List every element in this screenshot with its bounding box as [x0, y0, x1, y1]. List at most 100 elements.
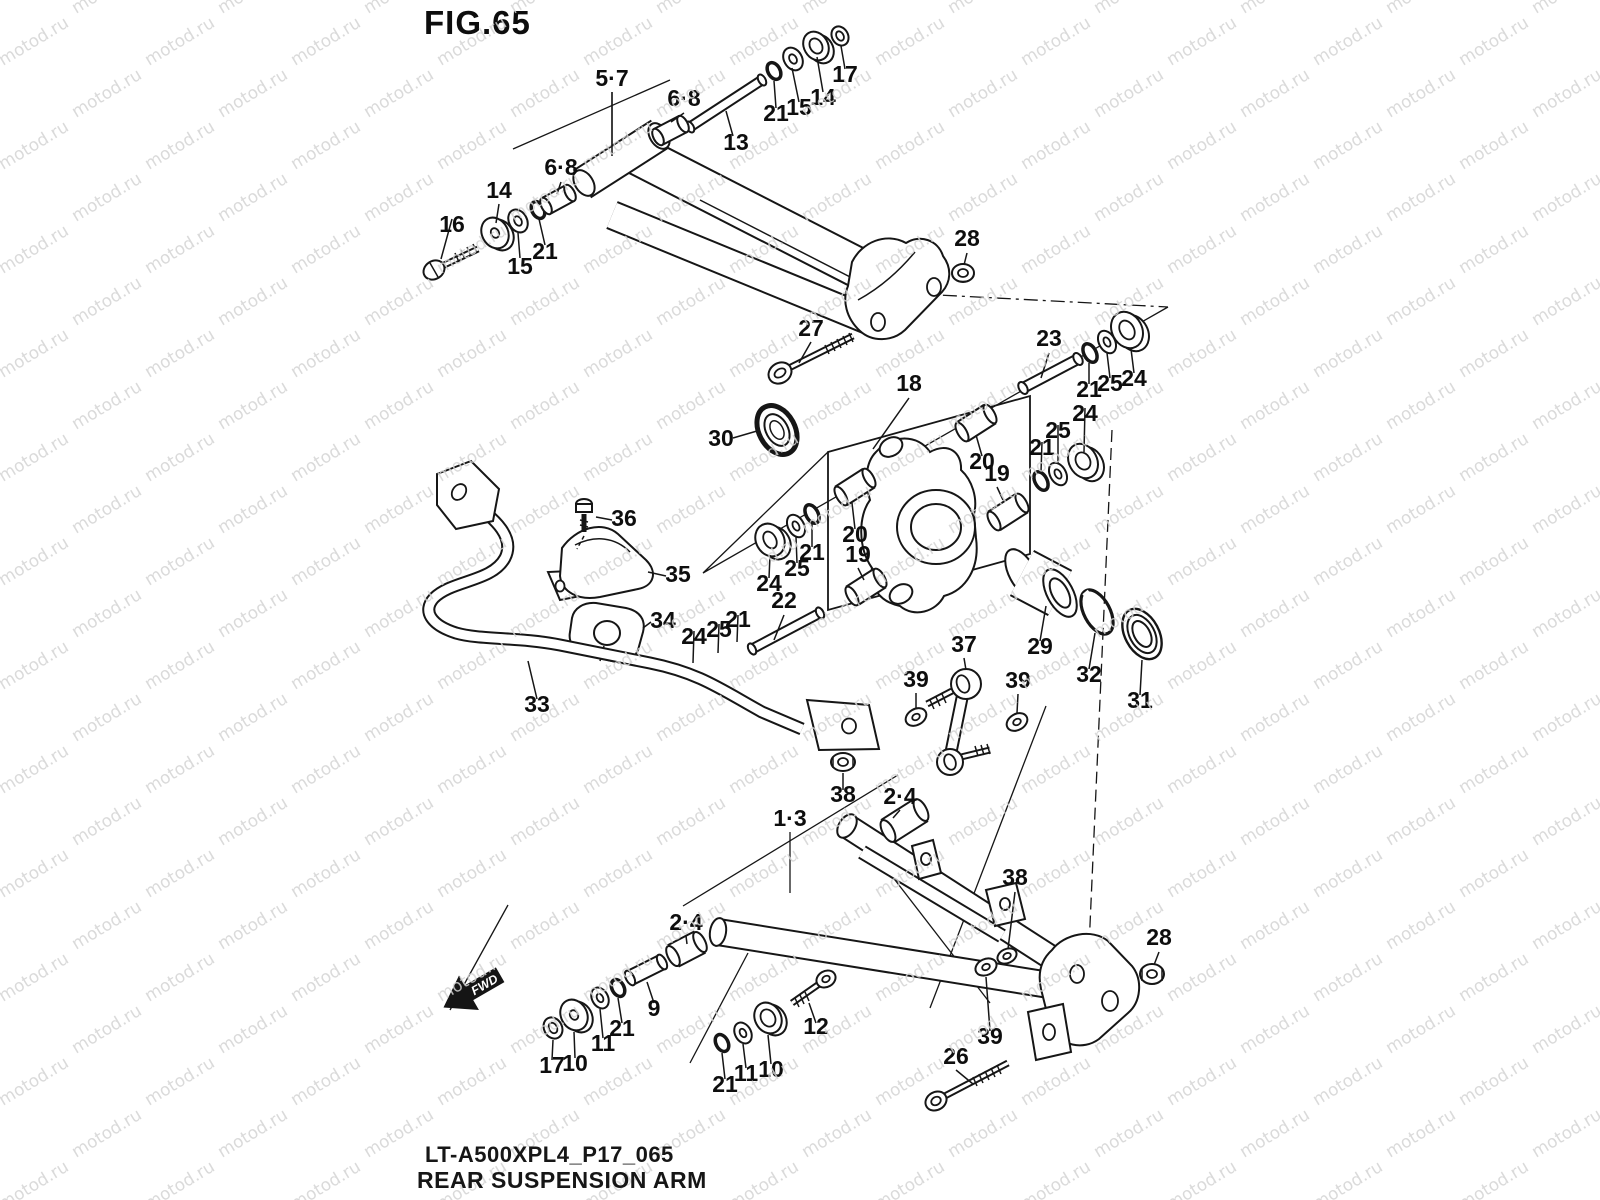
watermark-text: motod.ru: [944, 1001, 1021, 1058]
watermark-text: motod.ru: [1309, 533, 1386, 590]
watermark-text: motod.ru: [68, 377, 145, 434]
watermark-text: motod.ru: [360, 481, 437, 538]
watermark-text: motod.ru: [1017, 221, 1094, 278]
callout-10: 10: [562, 1050, 588, 1076]
watermark-text: motod.ru: [214, 0, 291, 18]
watermark-text: motod.ru: [652, 481, 729, 538]
callout-28: 28: [954, 225, 980, 251]
callout-34: 34: [650, 607, 676, 633]
watermark-text: motod.ru: [1382, 689, 1459, 746]
watermark-text: motod.ru: [433, 845, 510, 902]
watermark-text: motod.ru: [214, 1001, 291, 1058]
watermark-text: motod.ru: [1528, 689, 1600, 746]
pivot-shaft-parts-upper-left: [422, 114, 690, 281]
watermark-text: motod.ru: [652, 793, 729, 850]
bolt-27: [767, 332, 855, 385]
callout-11: 11: [734, 1060, 759, 1086]
watermark-text: motod.ru: [1090, 481, 1167, 538]
snap-ring-32: [1079, 588, 1115, 636]
pivot-shaft-parts-top: [684, 25, 850, 134]
watermark-text: motod.ru: [141, 845, 218, 902]
watermark-text: motod.ru: [0, 13, 72, 70]
watermark-text: motod.ru: [287, 845, 364, 902]
watermark-text: motod.ru: [506, 273, 583, 330]
callout-33: 33: [524, 691, 550, 717]
callout-27: 27: [798, 315, 824, 341]
lower-suspension-arm: [708, 813, 1140, 1062]
watermark-text: motod.ru: [141, 13, 218, 70]
watermark-text: motod.ru: [506, 0, 583, 18]
watermark-text: motod.ru: [360, 273, 437, 330]
watermark-text: motod.ru: [1236, 1105, 1313, 1162]
watermark-text: motod.ru: [798, 169, 875, 226]
callout-1-3: 1·3: [773, 805, 806, 831]
callout-16: 16: [439, 211, 465, 237]
callout-11: 11: [591, 1030, 616, 1056]
watermark-text: motod.ru: [1163, 13, 1240, 70]
watermark-text: motod.ru: [1455, 325, 1532, 382]
watermark-text: motod.ru: [141, 117, 218, 174]
watermark-text: motod.ru: [360, 1001, 437, 1058]
arrow-left-icon: [443, 967, 505, 1011]
watermark-text: motod.ru: [1455, 741, 1532, 798]
callout-21: 21: [1076, 376, 1102, 402]
watermark-text: motod.ru: [287, 637, 364, 694]
dust-seal-30: [754, 403, 800, 457]
watermark-text: motod.ru: [1163, 1157, 1240, 1200]
callout-26: 26: [943, 1043, 969, 1069]
watermark-text: motod.ru: [1382, 65, 1459, 122]
watermark-text: motod.ru: [1236, 793, 1313, 850]
watermark-text: motod.ru: [1382, 585, 1459, 642]
callout-39: 39: [977, 1023, 1003, 1049]
callout-21: 21: [1029, 434, 1055, 460]
watermark-text: motod.ru: [433, 741, 510, 798]
watermark-text: motod.ru: [506, 65, 583, 122]
watermark-text: motod.ru: [1309, 221, 1386, 278]
watermark-text: motod.ru: [68, 585, 145, 642]
watermark-text: motod.ru: [214, 65, 291, 122]
watermark-text: motod.ru: [141, 221, 218, 278]
watermark-text: motod.ru: [725, 741, 802, 798]
watermark-text: motod.ru: [287, 949, 364, 1006]
watermark-text: motod.ru: [1236, 65, 1313, 122]
callout-2-4: 2·4: [883, 783, 916, 809]
callout-29: 29: [1027, 633, 1053, 659]
callout-25: 25: [1045, 417, 1071, 443]
watermark-text: motod.ru: [1309, 13, 1386, 70]
watermark-text: motod.ru: [214, 273, 291, 330]
watermark-text: motod.ru: [214, 1105, 291, 1162]
pivot-shaft-parts-mid: [713, 1001, 788, 1054]
nut-38-left: [830, 752, 856, 772]
watermark-text: motod.ru: [214, 377, 291, 434]
watermark-text: motod.ru: [1163, 1053, 1240, 1110]
watermark-text: motod.ru: [944, 1105, 1021, 1162]
callout-10: 10: [758, 1056, 784, 1082]
callout-22: 22: [771, 587, 797, 613]
watermark-text: motod.ru: [1309, 117, 1386, 174]
watermark-text: motod.ru: [0, 845, 72, 902]
callout-15: 15: [786, 94, 812, 120]
watermark-text: motod.ru: [1163, 637, 1240, 694]
callout-25: 25: [1097, 370, 1123, 396]
callout-21: 21: [532, 238, 558, 264]
watermark-text: motod.ru: [1382, 0, 1459, 18]
watermark-text: motod.ru: [1528, 273, 1600, 330]
watermark-text: motod.ru: [1455, 845, 1532, 902]
callout-38: 38: [830, 781, 856, 807]
callout-32: 32: [1076, 661, 1102, 687]
callout-19: 19: [845, 541, 871, 567]
watermark-text: motod.ru: [1309, 845, 1386, 902]
watermark-text: motod.ru: [1382, 1105, 1459, 1162]
watermark-text: motod.ru: [1090, 169, 1167, 226]
callout-9: 9: [648, 995, 661, 1021]
watermark-text: motod.ru: [141, 637, 218, 694]
watermark-text: motod.ru: [1455, 533, 1532, 590]
watermark-text: motod.ru: [1017, 117, 1094, 174]
callout-30: 30: [708, 425, 734, 451]
watermark-text: motod.ru: [1528, 1105, 1600, 1162]
watermark-text: motod.ru: [1236, 481, 1313, 538]
callout-25: 25: [706, 616, 732, 642]
watermark-text: motod.ru: [287, 741, 364, 798]
callout-20: 20: [842, 521, 868, 547]
